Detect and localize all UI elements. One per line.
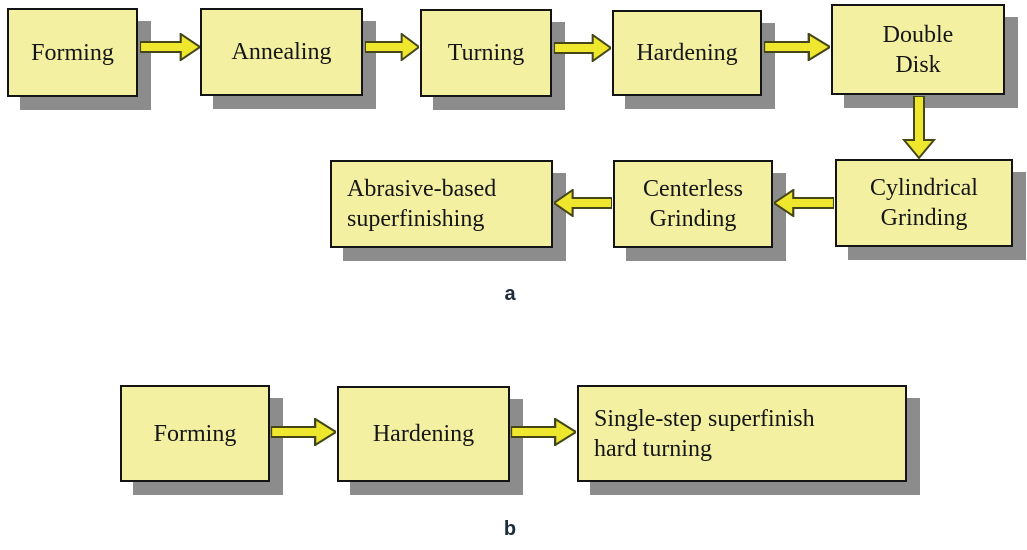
process-box-hardening-a: Hardening <box>612 10 762 96</box>
process-box-label: Abrasive-based superfinishing <box>347 176 497 232</box>
process-box-turning: Turning <box>420 9 552 97</box>
arrow-left-icon <box>774 189 834 217</box>
process-box-double-disk: Double Disk <box>831 4 1005 95</box>
process-box-cylindrical-grinding: Cylindrical Grinding <box>835 159 1013 247</box>
process-box-label: Hardening <box>372 421 475 447</box>
process-box-label: Single-step superfinish hard turning <box>594 405 815 462</box>
figure-label-a: a <box>504 283 516 305</box>
arrow-right-icon <box>764 33 830 61</box>
arrow-left-icon <box>554 189 612 217</box>
arrow-right-icon <box>140 33 200 61</box>
process-box-forming-b: Forming <box>120 385 270 482</box>
arrow-right-icon <box>365 33 419 61</box>
arrow-right-icon <box>511 418 576 446</box>
process-box-label: Centerless Grinding <box>643 176 743 232</box>
process-box-single-step-superfinish: Single-step superfinish hard turning <box>577 385 907 482</box>
process-box-label: Forming <box>153 420 237 447</box>
process-box-label: Double Disk <box>882 21 954 78</box>
process-box-abrasive-superfinishing: Abrasive-based superfinishing <box>330 160 553 248</box>
process-box-centerless-grinding: Centerless Grinding <box>613 160 773 248</box>
process-box-label: Turning <box>447 40 525 66</box>
process-box-label: Hardening <box>636 40 738 66</box>
figure-label-b: b <box>503 518 517 540</box>
process-box-label: Annealing <box>231 39 332 65</box>
process-box-annealing: Annealing <box>200 8 363 96</box>
arrow-right-icon <box>271 418 336 446</box>
process-box-forming-a: Forming <box>7 8 138 97</box>
process-box-label: Forming <box>31 39 114 66</box>
arrow-down-icon <box>902 96 936 160</box>
arrow-right-icon <box>554 34 611 62</box>
process-box-hardening-b: Hardening <box>337 386 510 482</box>
process-box-label: Cylindrical Grinding <box>870 175 978 231</box>
